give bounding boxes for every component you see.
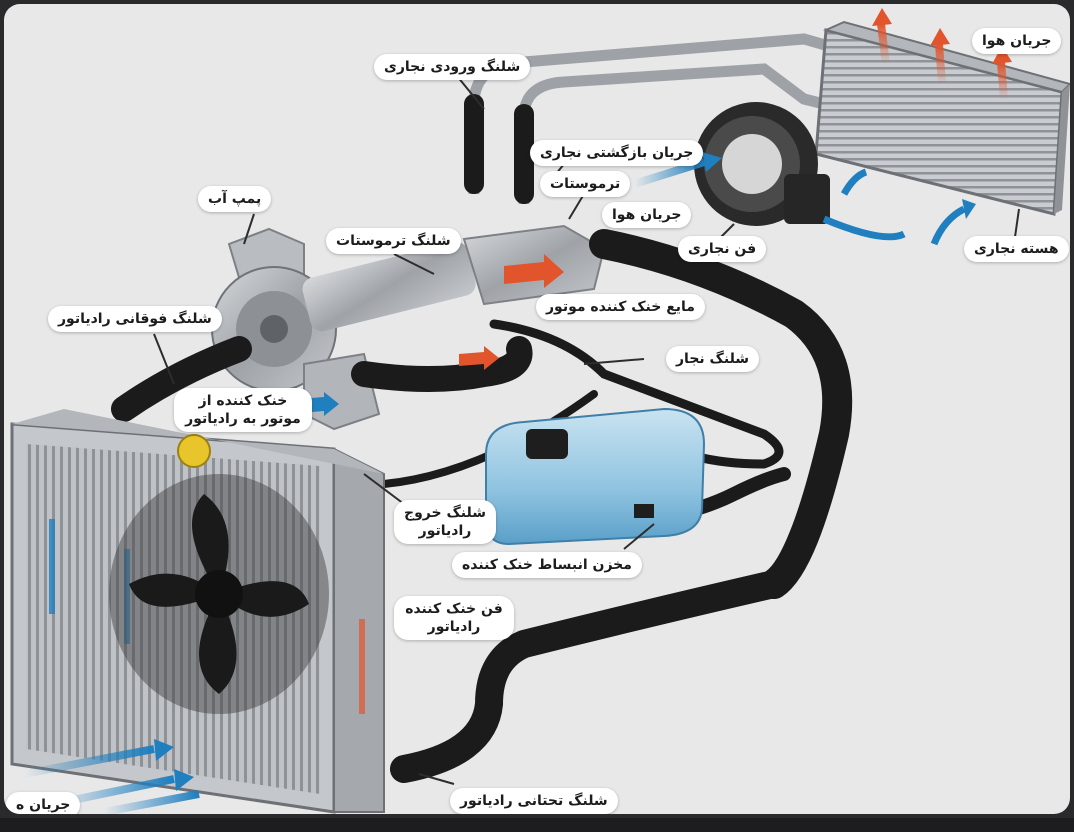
hoses — [111, 94, 853, 783]
coolant-engine-to-radiator-line2: موتور به رادیاتور — [185, 411, 301, 427]
upper-radiator-hose-label: شلنگ فوقانی رادیاتور — [48, 306, 222, 332]
radiator — [10, 409, 385, 814]
radiator-outlet-hose-line1: شلنگ خروج — [404, 505, 486, 521]
radiator-outlet-hose-line2: رادیاتور — [418, 523, 472, 539]
air-flow-mid-label: جریان هوا — [602, 202, 692, 228]
thermostat-label: ترموستات — [540, 171, 631, 197]
heater-fan — [694, 102, 830, 226]
bottom-bar — [0, 818, 1074, 832]
radiator-fan-line1: فن خنک کننده — [405, 601, 503, 617]
water-pump-label: پمپ آب — [198, 186, 272, 212]
radiator-outlet-hose-label: شلنگ خروج رادیاتور — [394, 500, 496, 544]
lower-radiator-hose-label: شلنگ تحتانی رادیاتور — [450, 788, 618, 814]
expansion-tank — [485, 407, 706, 546]
radiator-fan-line2: رادیاتور — [427, 619, 481, 635]
heater-hose-label: شلنگ نجار — [666, 346, 760, 372]
air-flow-top-label: جریان هوا — [972, 28, 1062, 54]
heater-inlet-hose-label: شلنگ ورودی نجاری — [374, 54, 531, 80]
coolant-engine-to-radiator-line1: خنک کننده از — [198, 393, 288, 409]
radiator-fan-label: فن خنک کننده رادیاتور — [394, 596, 514, 640]
heater-core-label: هسته نجاری — [964, 236, 1069, 262]
heater-return-flow-label: جریان بازگشتی نجاری — [530, 140, 704, 166]
engine-coolant-label: مایع خنک کننده موتور — [536, 294, 705, 320]
coolant-engine-to-radiator-label: خنک کننده از موتور به رادیاتور — [174, 388, 312, 432]
cooling-system-illustration — [10, 8, 1070, 814]
expansion-tank-label: مخزن انبساط خنک کننده — [452, 552, 642, 578]
radiator-fan — [109, 474, 329, 714]
thermostat-hose-label: شلنگ ترموستات — [326, 228, 461, 254]
heater-fan-label: فن نجاری — [678, 236, 767, 262]
diagram-frame: جریان هوا شلنگ ورودی نجاری جریان بازگشتی… — [4, 4, 1070, 814]
air-flow-bottom-label: جریان ه — [6, 792, 81, 814]
